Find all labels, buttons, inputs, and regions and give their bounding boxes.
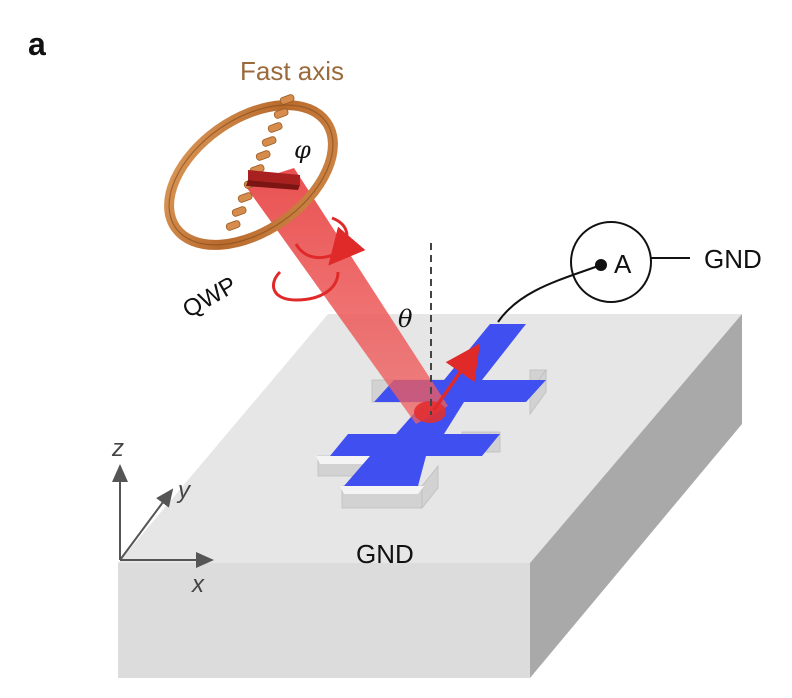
fast-axis-spring	[225, 94, 295, 231]
y-axis-label: y	[176, 477, 192, 504]
circular-polarization-arrow	[271, 216, 366, 302]
ammeter-circle	[570, 221, 652, 303]
fast-axis-label: Fast axis	[240, 56, 344, 86]
quarter-wave-plate	[164, 100, 338, 250]
ammeter: A	[497, 221, 690, 323]
y-axis-line	[119, 488, 174, 561]
phi-label: φ	[294, 136, 311, 164]
gnd-right-label: GND	[704, 244, 762, 274]
coordinate-axes: z y x	[111, 435, 214, 598]
panel-label: a	[28, 26, 46, 62]
light-beam	[244, 168, 448, 424]
x-axis-label: x	[191, 571, 205, 598]
substrate-side-face	[530, 314, 742, 678]
gnd-bottom-label: GND	[356, 539, 414, 569]
ammeter-label: A	[614, 249, 632, 279]
substrate-front-face	[118, 563, 530, 678]
qwp-label: QWP	[178, 272, 241, 324]
theta-label: θ	[398, 305, 413, 333]
ammeter-wire	[497, 264, 602, 323]
current-direction-arrow	[432, 343, 480, 411]
z-axis-label: z	[111, 435, 124, 462]
